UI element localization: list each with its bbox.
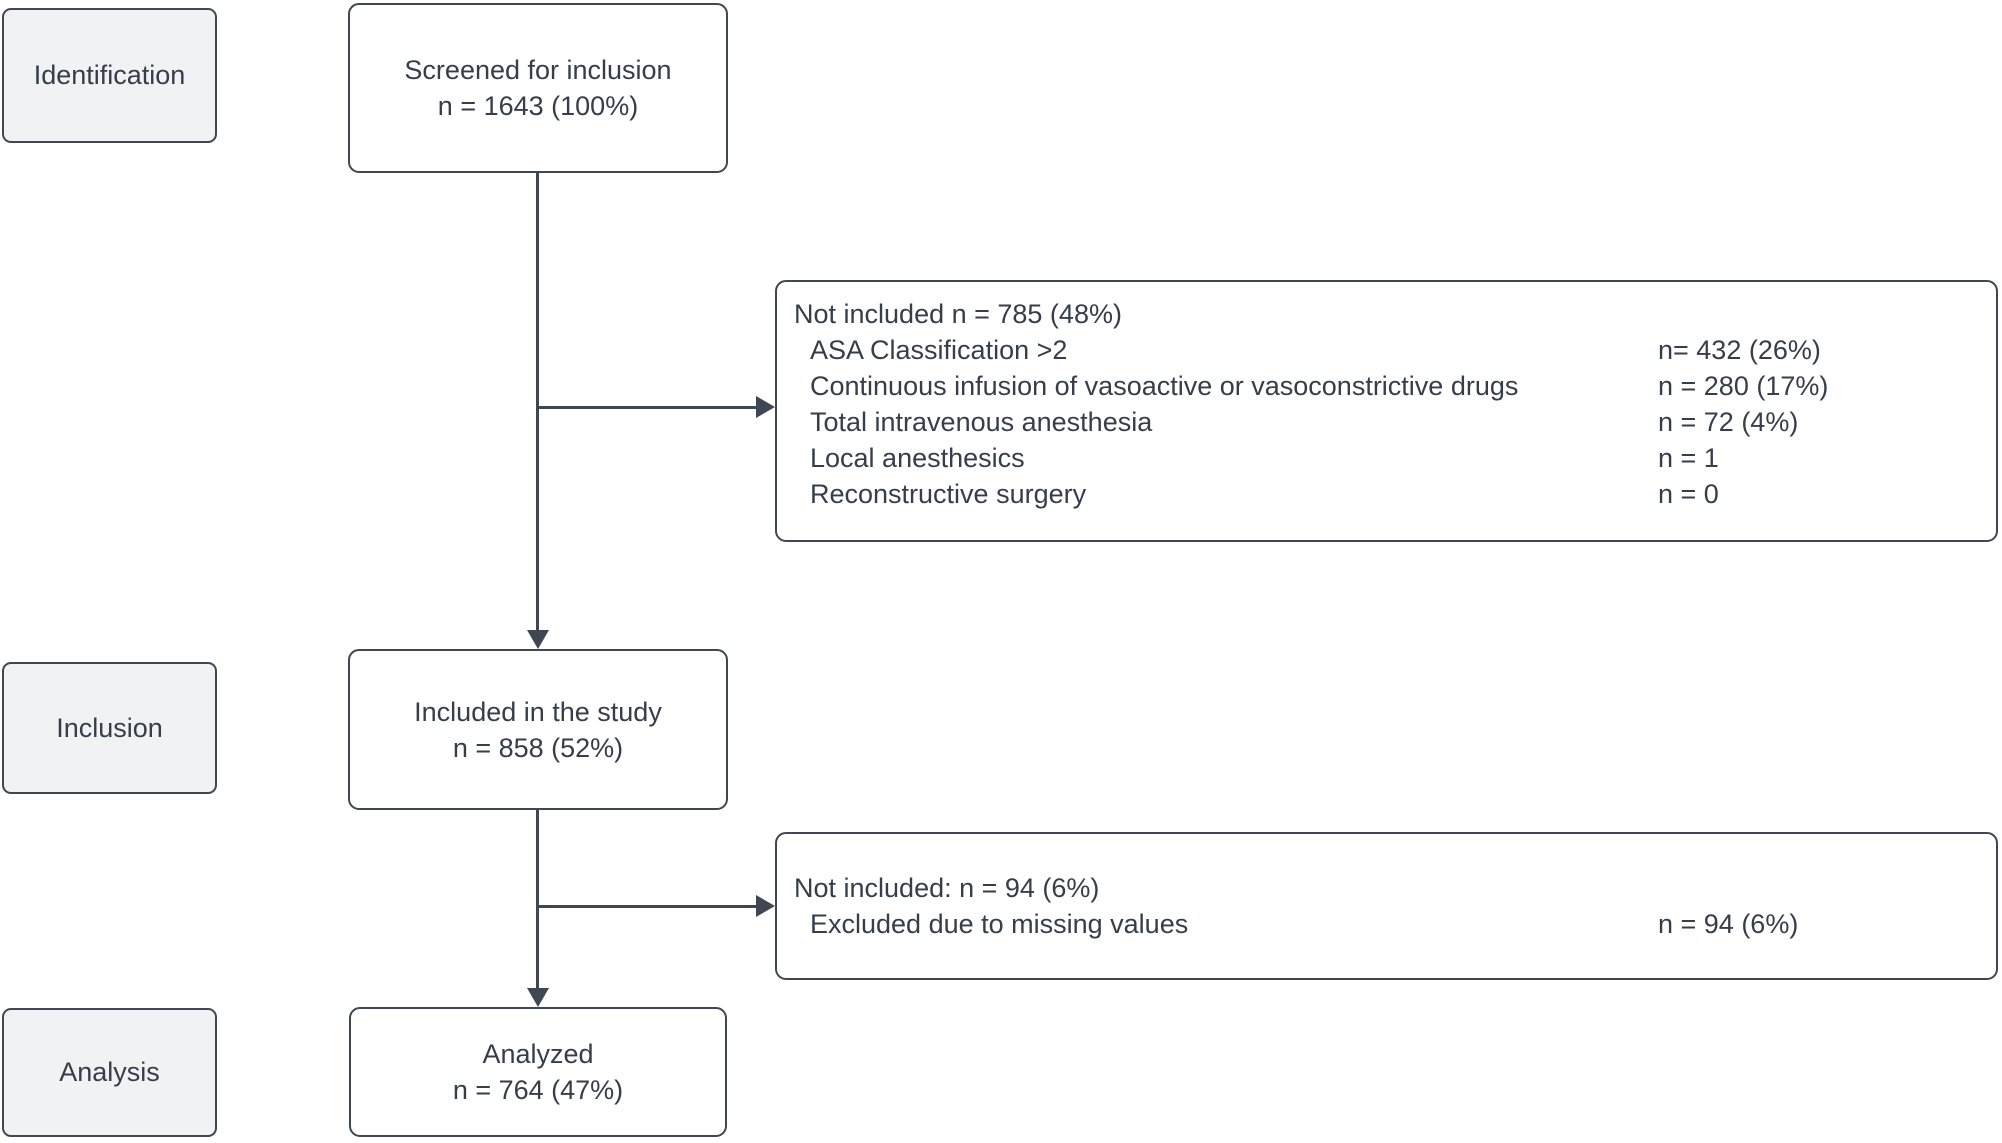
arrowhead-branch-exclusion-2 <box>756 895 775 917</box>
exclusion-item: Excluded due to missing values n = 94 (6… <box>777 906 1996 942</box>
flow-box-included-count: n = 858 (52%) <box>452 732 624 763</box>
stage-label-inclusion: Inclusion <box>2 662 217 794</box>
flow-box-included: Included in the study n = 858 (52%) <box>348 649 728 810</box>
arrowhead-branch-exclusion-1 <box>756 396 775 418</box>
flow-box-screened-title: Screened for inclusion <box>404 55 672 85</box>
stage-label-analysis-text: Analysis <box>59 1057 160 1087</box>
exclusion-box-2: Not included: n = 94 (6%) Excluded due t… <box>775 832 1998 980</box>
flow-box-screened: Screened for inclusion n = 1643 (100%) <box>348 3 728 173</box>
exclusion-item: Continuous infusion of vasoactive or vas… <box>777 368 1996 404</box>
stage-label-inclusion-text: Inclusion <box>56 712 163 743</box>
exclusion-item: Total intravenous anesthesia n = 72 (4%) <box>777 404 1996 440</box>
exclusion-item-value: n = 72 (4%) <box>1658 407 1799 437</box>
exclusion-item-label: Reconstructive surgery <box>810 479 1087 509</box>
exclusion-item: Reconstructive surgery n = 0 <box>777 476 1996 512</box>
flow-box-analyzed-count: n = 764 (47%) <box>452 1075 624 1105</box>
exclusion-box-1-header: Not included n = 785 (48%) <box>794 299 1122 329</box>
stage-label-analysis: Analysis <box>2 1008 217 1137</box>
exclusion-item-label: ASA Classification >2 <box>810 335 1068 365</box>
exclusion-item: Local anesthesics n = 1 <box>777 440 1996 476</box>
arrow-line-branch-exclusion-1 <box>537 406 756 409</box>
arrowhead-screened-to-included <box>527 630 549 649</box>
exclusion-item-label: Local anesthesics <box>810 443 1025 473</box>
stage-label-identification-text: Identification <box>33 60 186 90</box>
arrow-line-included-to-analyzed <box>536 810 539 990</box>
arrow-line-branch-exclusion-2 <box>537 905 756 908</box>
exclusion-item-value: n = 280 (17%) <box>1658 371 1829 401</box>
exclusion-item-value: n= 432 (26%) <box>1658 335 1821 365</box>
stage-label-identification: Identification <box>2 8 217 143</box>
exclusion-item-label: Excluded due to missing values <box>810 909 1189 939</box>
exclusion-box-1: Not included n = 785 (48%) ASA Classific… <box>775 280 1998 542</box>
exclusion-item-value: n = 94 (6%) <box>1658 909 1799 939</box>
flow-box-analyzed-title: Analyzed <box>482 1039 594 1069</box>
flow-box-analyzed: Analyzed n = 764 (47%) <box>349 1007 727 1137</box>
flow-box-screened-count: n = 1643 (100%) <box>437 91 639 121</box>
exclusion-item-value: n = 0 <box>1658 479 1719 509</box>
exclusion-item-label: Total intravenous anesthesia <box>810 407 1153 437</box>
exclusion-item-label: Continuous infusion of vasoactive or vas… <box>810 371 1519 401</box>
exclusion-item: ASA Classification >2 n= 432 (26%) <box>777 332 1996 368</box>
arrowhead-included-to-analyzed <box>527 988 549 1007</box>
arrow-line-screened-to-included <box>536 173 539 632</box>
exclusion-item-value: n = 1 <box>1658 443 1719 473</box>
flow-box-included-title: Included in the study <box>414 696 662 727</box>
exclusion-box-2-header: Not included: n = 94 (6%) <box>794 873 1100 903</box>
